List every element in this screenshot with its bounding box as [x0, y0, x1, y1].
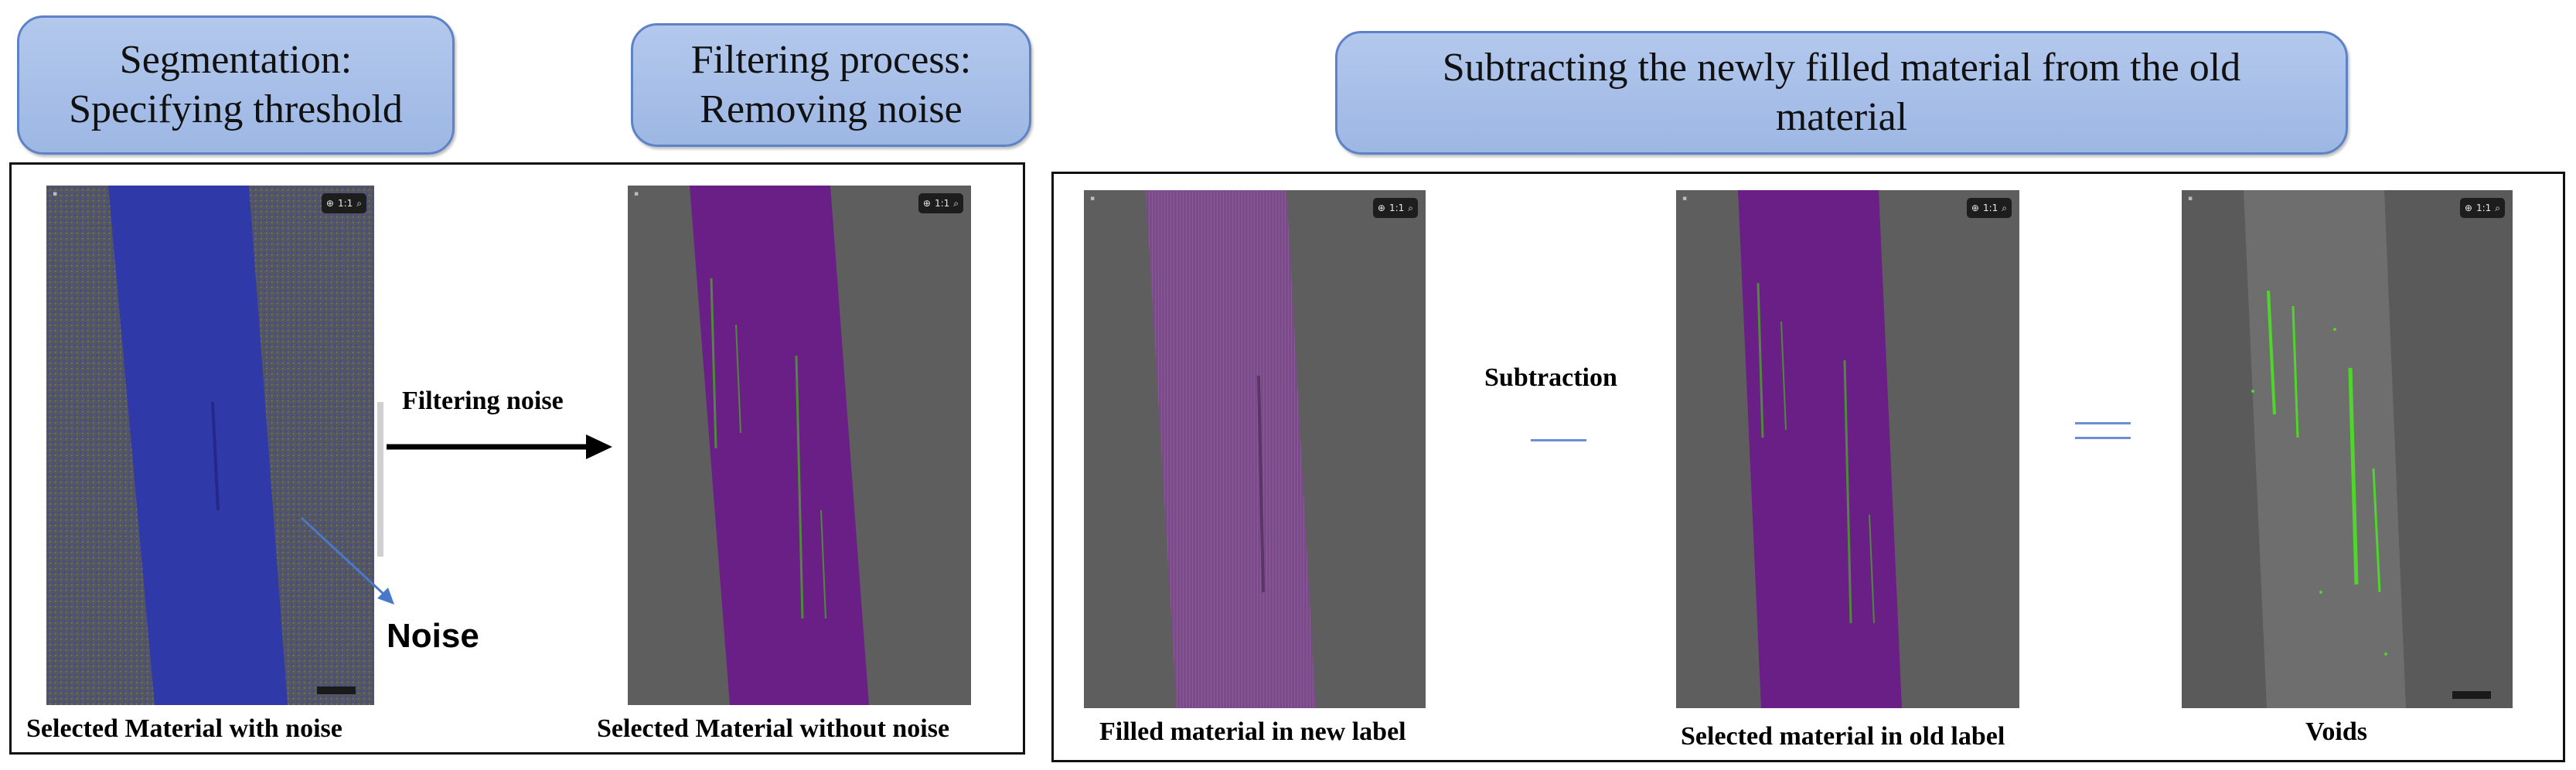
equals-sign — [2075, 422, 2131, 439]
zoom-control[interactable]: ⊕ 1:1 ⌕ — [1372, 198, 1418, 218]
header-subtracting-line2: material — [1775, 95, 1908, 139]
zoom-control[interactable]: ⊕ 1:1 ⌕ — [918, 193, 963, 213]
caption-selected-old: Selected material in old label — [1681, 722, 2005, 751]
subtraction-label: Subtraction — [1484, 363, 1617, 392]
scan-without-noise: ▪ ⊕ 1:1 ⌕ — [628, 186, 971, 705]
scan-corner-label: ▪ — [1090, 195, 1095, 203]
scan-with-noise: ▪ ⊕ 1:1 ⌕ — [46, 186, 374, 705]
zoom-control[interactable]: ⊕ 1:1 ⌕ — [1966, 198, 2012, 218]
zoom-level: 1:1 — [934, 198, 950, 209]
zoom-search-icon[interactable]: ⌕ — [2495, 203, 2500, 213]
minus-sign — [1531, 439, 1586, 441]
zoom-in-icon[interactable]: ⊕ — [1377, 203, 1385, 213]
zoom-search-icon[interactable]: ⌕ — [953, 198, 959, 209]
zoom-in-icon[interactable]: ⊕ — [1971, 203, 1979, 213]
scan-corner-label: ▪ — [2188, 195, 2193, 203]
noise-label: Noise — [387, 617, 479, 655]
noise-pointer-arrow — [300, 516, 394, 605]
zoom-level: 1:1 — [337, 198, 353, 209]
header-filtering-line1: Filtering process: — [690, 38, 972, 82]
filtering-arrow-label: Filtering noise — [402, 387, 564, 415]
zoom-control[interactable]: ⊕ 1:1 ⌕ — [2459, 198, 2505, 218]
scan-filled-new-image — [1084, 190, 1426, 708]
header-subtracting-line1: Subtracting the newly filled material fr… — [1442, 46, 2241, 90]
header-subtracting: Subtracting the newly filled material fr… — [1335, 31, 2348, 155]
zoom-level: 1:1 — [1982, 203, 1998, 213]
zoom-level: 1:1 — [2475, 203, 2492, 213]
header-filtering-line2: Removing noise — [700, 87, 963, 131]
caption-without-noise: Selected Material without noise — [597, 714, 950, 743]
zoom-control[interactable]: ⊕ 1:1 ⌕ — [321, 193, 366, 213]
zoom-search-icon[interactable]: ⌕ — [1408, 203, 1413, 213]
caption-with-noise: Selected Material with noise — [26, 714, 342, 743]
zoom-level: 1:1 — [1389, 203, 1405, 213]
zoom-in-icon[interactable]: ⊕ — [2464, 203, 2472, 213]
header-segmentation-line2: Specifying threshold — [69, 87, 403, 131]
scan-voids: ▪ ⊕ 1:1 ⌕ — [2182, 190, 2513, 708]
header-filtering: Filtering process: Removing noise — [631, 23, 1031, 147]
caption-filled-new: Filled material in new label — [1099, 717, 1406, 746]
scan-without-noise-image — [628, 186, 971, 705]
equals-bar-bottom — [2075, 437, 2131, 439]
scan-corner-label: ▪ — [1682, 195, 1688, 203]
header-segmentation-line1: Segmentation: — [119, 38, 353, 82]
zoom-in-icon[interactable]: ⊕ — [325, 198, 334, 209]
zoom-search-icon[interactable]: ⌕ — [2002, 203, 2007, 213]
scan-corner-label: ▪ — [634, 190, 639, 198]
scan-selected-old: ▪ ⊕ 1:1 ⌕ — [1676, 190, 2019, 708]
zoom-in-icon[interactable]: ⊕ — [922, 198, 931, 209]
scan-selected-old-image — [1676, 190, 2019, 708]
filtering-arrow — [387, 434, 612, 459]
scan-filled-new: ▪ ⊕ 1:1 ⌕ — [1084, 190, 1426, 708]
scan-scrollbar[interactable] — [377, 402, 383, 557]
zoom-search-icon[interactable]: ⌕ — [356, 198, 362, 209]
equals-bar-top — [2075, 422, 2131, 424]
scan-with-noise-image — [46, 186, 374, 705]
scan-corner-label: ▪ — [53, 190, 58, 198]
caption-voids: Voids — [2305, 717, 2368, 746]
scan-voids-image — [2182, 190, 2513, 708]
header-segmentation: Segmentation: Specifying threshold — [17, 15, 455, 155]
